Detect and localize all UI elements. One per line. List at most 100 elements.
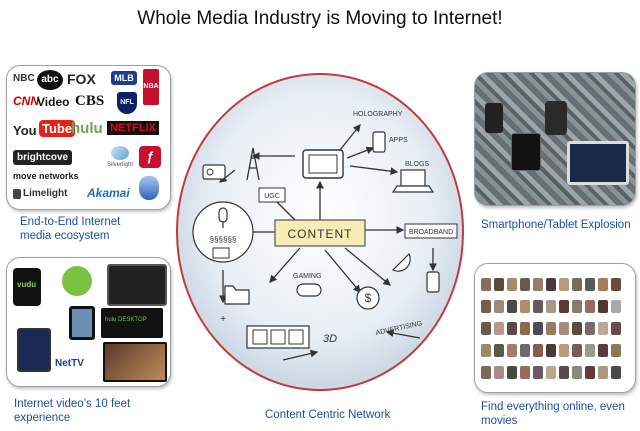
online-movies-card xyxy=(474,263,636,393)
movie-thumbnail xyxy=(611,344,621,357)
svg-text:§§§§§§: §§§§§§ xyxy=(210,235,237,244)
flash-icon: ƒ xyxy=(139,146,161,168)
movie-thumbnail xyxy=(533,344,543,357)
movie-thumbnail xyxy=(559,344,569,357)
tablet-device xyxy=(17,328,51,372)
movie-thumbnail xyxy=(507,278,517,291)
vudu-logo: vudu xyxy=(17,280,37,289)
movie-thumbnail xyxy=(572,322,582,335)
movie-thumbnail xyxy=(572,344,582,357)
movie-thumbnail xyxy=(611,366,621,379)
movie-thumbnail xyxy=(598,300,608,313)
audience-group-icon xyxy=(192,201,254,263)
media-ecosystem-card: NBC abc FOX MLB NBA CNN Video CBS NFL Yo… xyxy=(6,65,171,210)
ecosystem-caption-line1: End-to-End Internet xyxy=(20,216,121,228)
video-caption-line1: Internet video’s 10 feet xyxy=(14,398,131,410)
nfl-logo: NFL xyxy=(117,92,137,114)
apps-label: APPS xyxy=(389,137,408,144)
movie-thumbnail xyxy=(559,300,569,313)
movie-thumbnail xyxy=(481,278,491,291)
video-camera-icon xyxy=(212,247,230,259)
phone-pile-device-2 xyxy=(511,133,541,171)
money-icon xyxy=(356,286,380,310)
smartphone-caption: Smartphone/Tablet Explosion xyxy=(481,219,631,231)
ecosystem-caption-line2: media ecosystem xyxy=(20,230,110,242)
movie-thumbnail xyxy=(611,300,621,313)
nettv-logo: NetTV xyxy=(55,358,84,369)
move-networks-logo: move networks xyxy=(13,171,79,181)
movie-thumbnail xyxy=(507,344,517,357)
movie-thumbnail xyxy=(546,366,556,379)
movie-thumbnail xyxy=(572,300,582,313)
akamai-logo: Akamai xyxy=(87,186,130,200)
movie-thumbnail xyxy=(481,300,491,313)
large-tv xyxy=(103,342,167,382)
movie-thumbnail xyxy=(559,322,569,335)
blogs-label: BLOGS xyxy=(405,161,429,168)
youtube-you-logo: You xyxy=(13,123,37,138)
content-network-diagram: CONTENT HOLOGRAPHY APPS BLOGS UGC §§§§§§… xyxy=(176,73,464,391)
movie-thumbnail xyxy=(611,278,621,291)
movie-thumbnail xyxy=(546,322,556,335)
movie-thumbnail xyxy=(546,300,556,313)
movie-thumbnail xyxy=(598,322,608,335)
fox-logo: FOX xyxy=(67,71,96,87)
video-caption-line2: experience xyxy=(14,412,71,424)
movie-thumbnail xyxy=(533,366,543,379)
smart-tv: hulu DESKTOP xyxy=(101,308,163,338)
movie-thumbnail xyxy=(494,366,504,379)
movie-thumbnail xyxy=(559,366,569,379)
movie-thumbnail xyxy=(585,366,595,379)
satellite-dish-icon xyxy=(391,252,411,272)
plus-icon: + xyxy=(220,314,226,325)
apps-phone-icon xyxy=(372,131,386,153)
nba-logo: NBA xyxy=(143,69,159,105)
cbs-logo: CBS xyxy=(75,93,105,109)
film-strip-icon xyxy=(246,325,310,349)
movie-thumbnail xyxy=(481,344,491,357)
movie-thumbnail xyxy=(481,322,491,335)
movie-thumbnail xyxy=(520,300,530,313)
movie-thumbnail xyxy=(546,344,556,357)
threed-label: 3D xyxy=(323,333,337,345)
broadband-label: BROADBAND xyxy=(409,229,453,236)
movie-thumbnail xyxy=(481,366,491,379)
page-title: Whole Media Industry is Moving to Intern… xyxy=(137,8,503,29)
limelight-logo: Limelight xyxy=(23,188,68,199)
ugc-box xyxy=(258,187,286,203)
mlb-logo: MLB xyxy=(111,71,137,85)
movie-thumbnail xyxy=(611,322,621,335)
movie-thumbnail xyxy=(585,322,595,335)
broadband-box xyxy=(404,223,458,239)
netflix-logo: NETFLIX xyxy=(107,121,159,135)
movie-thumbnail xyxy=(494,300,504,313)
movie-thumbnail xyxy=(585,278,595,291)
movie-thumbnail xyxy=(507,366,517,379)
movie-thumbnail xyxy=(533,322,543,335)
movie-thumbnail xyxy=(559,278,569,291)
tv-sketch-icon xyxy=(302,149,344,179)
internet-video-card: vudu hulu DESKTOP NetTV xyxy=(6,257,171,387)
blogs-laptop-icon xyxy=(400,169,426,187)
cnn-logo: CNN xyxy=(13,94,39,108)
gaming-label: GAMING xyxy=(293,273,321,280)
network-caption: Content Centric Network xyxy=(265,409,391,421)
boxee-device xyxy=(62,266,92,296)
limelight-icon xyxy=(13,189,21,199)
online-caption-line1: Find everything online, even xyxy=(481,401,625,413)
brightcove-logo: brightcove xyxy=(13,150,73,165)
smartphone-tablet-card xyxy=(474,72,636,206)
svg-text:$: $ xyxy=(365,291,372,305)
movie-thumbnail xyxy=(520,366,530,379)
movie-thumbnail xyxy=(507,300,517,313)
phone-pile-device-1 xyxy=(485,103,503,133)
ugc-label: UGC xyxy=(264,193,280,200)
movie-grid xyxy=(481,278,631,388)
vudu-box: vudu xyxy=(13,268,41,306)
movie-thumbnail xyxy=(520,278,530,291)
content-box xyxy=(274,219,366,247)
movie-thumbnail xyxy=(598,278,608,291)
youtube-tube-logo: Tube xyxy=(39,120,76,137)
movie-thumbnail xyxy=(533,300,543,313)
online-caption: Find everything online, even movies xyxy=(481,400,625,428)
